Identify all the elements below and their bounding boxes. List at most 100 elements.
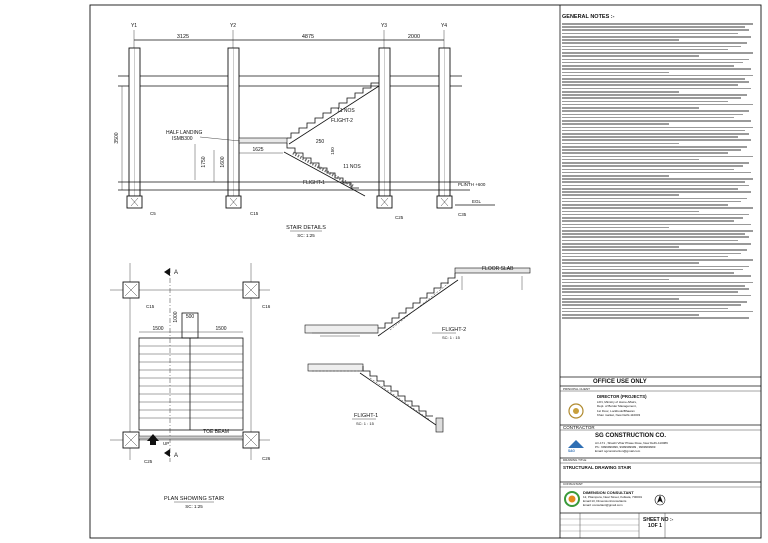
half-landing-slab <box>238 137 288 144</box>
flight-1-label: FLIGHT-1 <box>303 180 325 186</box>
note-line <box>562 262 699 264</box>
note-line <box>562 168 734 171</box>
rebar <box>389 281 451 331</box>
company-logo-text: SAG <box>568 449 575 453</box>
company-line: Ph.: 9999999999, 9999999999 , 9999999999 <box>595 445 656 450</box>
note-line <box>562 126 754 129</box>
note-line <box>562 223 752 226</box>
note-line <box>562 35 752 38</box>
plan-dim-1500-left: 1500 <box>152 326 163 332</box>
title-block <box>560 376 761 538</box>
note-line <box>562 265 750 268</box>
note-line <box>562 175 670 177</box>
principal-client-label: PRINCIPAL CLIENT <box>563 387 591 391</box>
note-line <box>562 226 670 229</box>
note-line <box>562 194 679 197</box>
note-line <box>562 142 679 145</box>
dim-1600: 1600 <box>220 156 226 167</box>
note-line <box>562 197 748 200</box>
half-landing-label: HALF LANDING <box>166 130 203 136</box>
note-line <box>562 242 752 245</box>
flight-1-hatch <box>292 151 354 188</box>
flight-1-section: FLIGHT-1 SC: 1 : 15 <box>307 363 444 433</box>
plan-col-c26: C26 <box>262 456 271 461</box>
plan-treads <box>139 345 243 419</box>
director-line: 1st Floor, Lockbook/Bhawan <box>597 408 635 413</box>
stair-details-scale: SC: 1:25 <box>297 233 315 238</box>
section-mark-bottom: A <box>174 453 178 459</box>
contractor-label: CONTRACTOR <box>563 425 595 430</box>
consultant-name: DIMENSION CONSULTANT <box>583 490 634 495</box>
director-line: Dept. of Border Management, <box>597 404 637 409</box>
flight-1-steps <box>286 143 359 189</box>
note-line <box>562 139 752 142</box>
note-line <box>562 61 744 64</box>
drawing-title: STRUCTURAL DRAWING STAIR <box>563 465 632 470</box>
note-line <box>562 181 746 184</box>
note-line <box>562 81 750 83</box>
note-line <box>562 301 748 303</box>
ismb-label: ISMB300 <box>172 136 193 142</box>
note-line <box>562 120 752 122</box>
consultant-label: CONSULTANT <box>563 482 583 486</box>
note-line <box>562 45 742 48</box>
note-line <box>562 178 754 180</box>
sheet-border <box>89 4 762 539</box>
plan-column-cross <box>124 283 258 447</box>
up-arrow-icon <box>147 434 159 445</box>
toe-beam-section <box>435 417 444 433</box>
plan-col-c25: C25 <box>144 459 153 464</box>
dim-1750: 1750 <box>201 156 207 167</box>
note-line <box>562 113 744 116</box>
note-line <box>562 55 699 57</box>
riser-dim: 150 <box>330 147 335 155</box>
note-line <box>562 103 754 106</box>
note-line <box>562 29 750 32</box>
note-line <box>562 217 744 219</box>
note-line <box>562 39 679 41</box>
grid-label-y2: Y2 <box>230 23 236 29</box>
toe-beam <box>138 435 244 440</box>
flight-2-label: FLIGHT-2 <box>331 118 353 124</box>
flight-2-section-steps <box>378 273 456 329</box>
stair-elevation: Y1 Y2 Y3 Y4 3125 4875 2000 3500 <box>114 23 495 238</box>
note-line <box>562 110 750 112</box>
note-line <box>562 233 746 235</box>
dim-4875: 4875 <box>302 34 314 40</box>
note-line <box>562 252 742 255</box>
section-arrow <box>164 268 170 457</box>
section-mark-top: A <box>174 270 178 276</box>
note-line <box>562 268 744 271</box>
company-logo-icon <box>568 440 584 448</box>
note-line <box>562 136 738 138</box>
note-line <box>562 68 752 70</box>
plan-dim-1500-right: 1500 <box>215 326 226 332</box>
note-line <box>562 275 752 277</box>
plan-col-c15: C15 <box>146 304 155 309</box>
flight-2-waist <box>288 85 380 145</box>
note-line <box>562 26 746 28</box>
note-line <box>562 152 728 154</box>
note-line <box>562 191 752 193</box>
note-line <box>562 314 699 316</box>
note-line <box>562 23 754 25</box>
note-line <box>562 162 750 164</box>
note-line <box>562 107 699 109</box>
general-notes-body <box>562 23 757 319</box>
dim-3500: 3500 <box>114 132 120 143</box>
plan-dim-1000: 1000 <box>173 311 179 322</box>
nos-upper: 11 NOS <box>337 108 355 114</box>
note-line <box>562 307 728 310</box>
consultant-address: 12, Pitampura, Near Street, Kolkata, 700… <box>583 495 642 508</box>
flight-2-landing <box>304 324 379 334</box>
drawing-title-label: DRAWING TITLE <box>563 458 587 462</box>
stair-plan: C15 C16 C25 C26 A A 1500 1500 500 1000 T… <box>110 263 271 509</box>
note-line <box>562 294 752 297</box>
note-line <box>562 87 752 90</box>
plan-dim-500: 500 <box>186 314 195 320</box>
note-line <box>562 297 679 300</box>
up-label: UP <box>163 441 169 446</box>
flight-2-section-scale: SC: 1 : 15 <box>442 335 461 340</box>
rebar <box>312 370 431 421</box>
flight-2-section-waist <box>377 279 459 337</box>
